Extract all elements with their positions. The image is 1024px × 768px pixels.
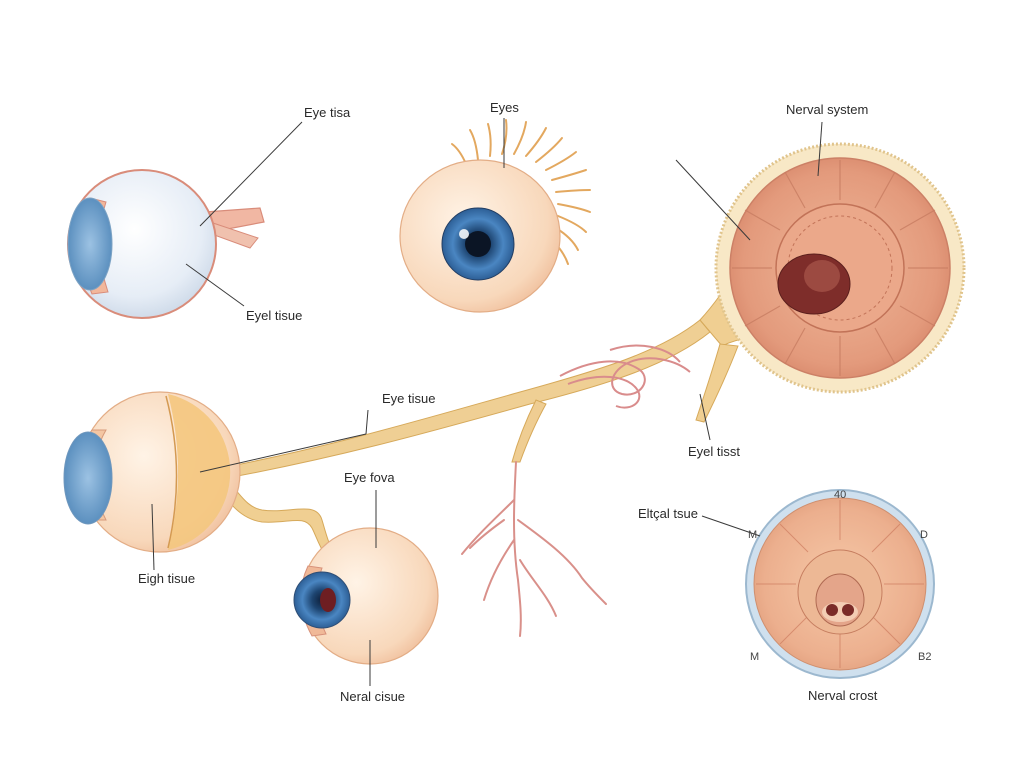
label-eye-tisa: Eye tisa bbox=[304, 105, 351, 120]
label-eyes: Eyes bbox=[490, 100, 519, 115]
label-neral-cisue: Neral cisue bbox=[340, 689, 405, 704]
eye-with-lashes bbox=[399, 119, 591, 313]
label-eye-tisue: Eye tisue bbox=[382, 391, 435, 406]
dial-mark-bottom-right: B2 bbox=[918, 651, 931, 663]
label-eyel-tisst: Eyel tisst bbox=[688, 444, 740, 459]
eyeball-side-view bbox=[67, 169, 265, 319]
leader-lines bbox=[151, 118, 823, 686]
label-eyel-tisue: Eyel tisue bbox=[246, 308, 302, 323]
dial-mark-right: D bbox=[920, 529, 928, 541]
nerval-crost-dial bbox=[745, 489, 935, 679]
dial-mark-bottom-left: M bbox=[750, 651, 759, 663]
label-eltcal-tsue: Eltçal tsue bbox=[638, 506, 698, 521]
label-eigh-tisue: Eigh tisue bbox=[138, 571, 195, 586]
label-nerval-system: Nerval system bbox=[786, 102, 868, 117]
nerval-system-disc bbox=[714, 142, 966, 394]
label-nerval-crost: Nerval crost bbox=[808, 688, 878, 703]
eyeball-cross-section bbox=[63, 391, 241, 553]
dial-mark-left: M bbox=[748, 529, 757, 541]
vessel-loops bbox=[559, 344, 691, 409]
dial-mark-top: 40 bbox=[834, 489, 846, 501]
small-eyeball bbox=[293, 527, 439, 665]
root-branches bbox=[461, 461, 607, 637]
label-eye-fova: Eye fova bbox=[344, 470, 395, 485]
